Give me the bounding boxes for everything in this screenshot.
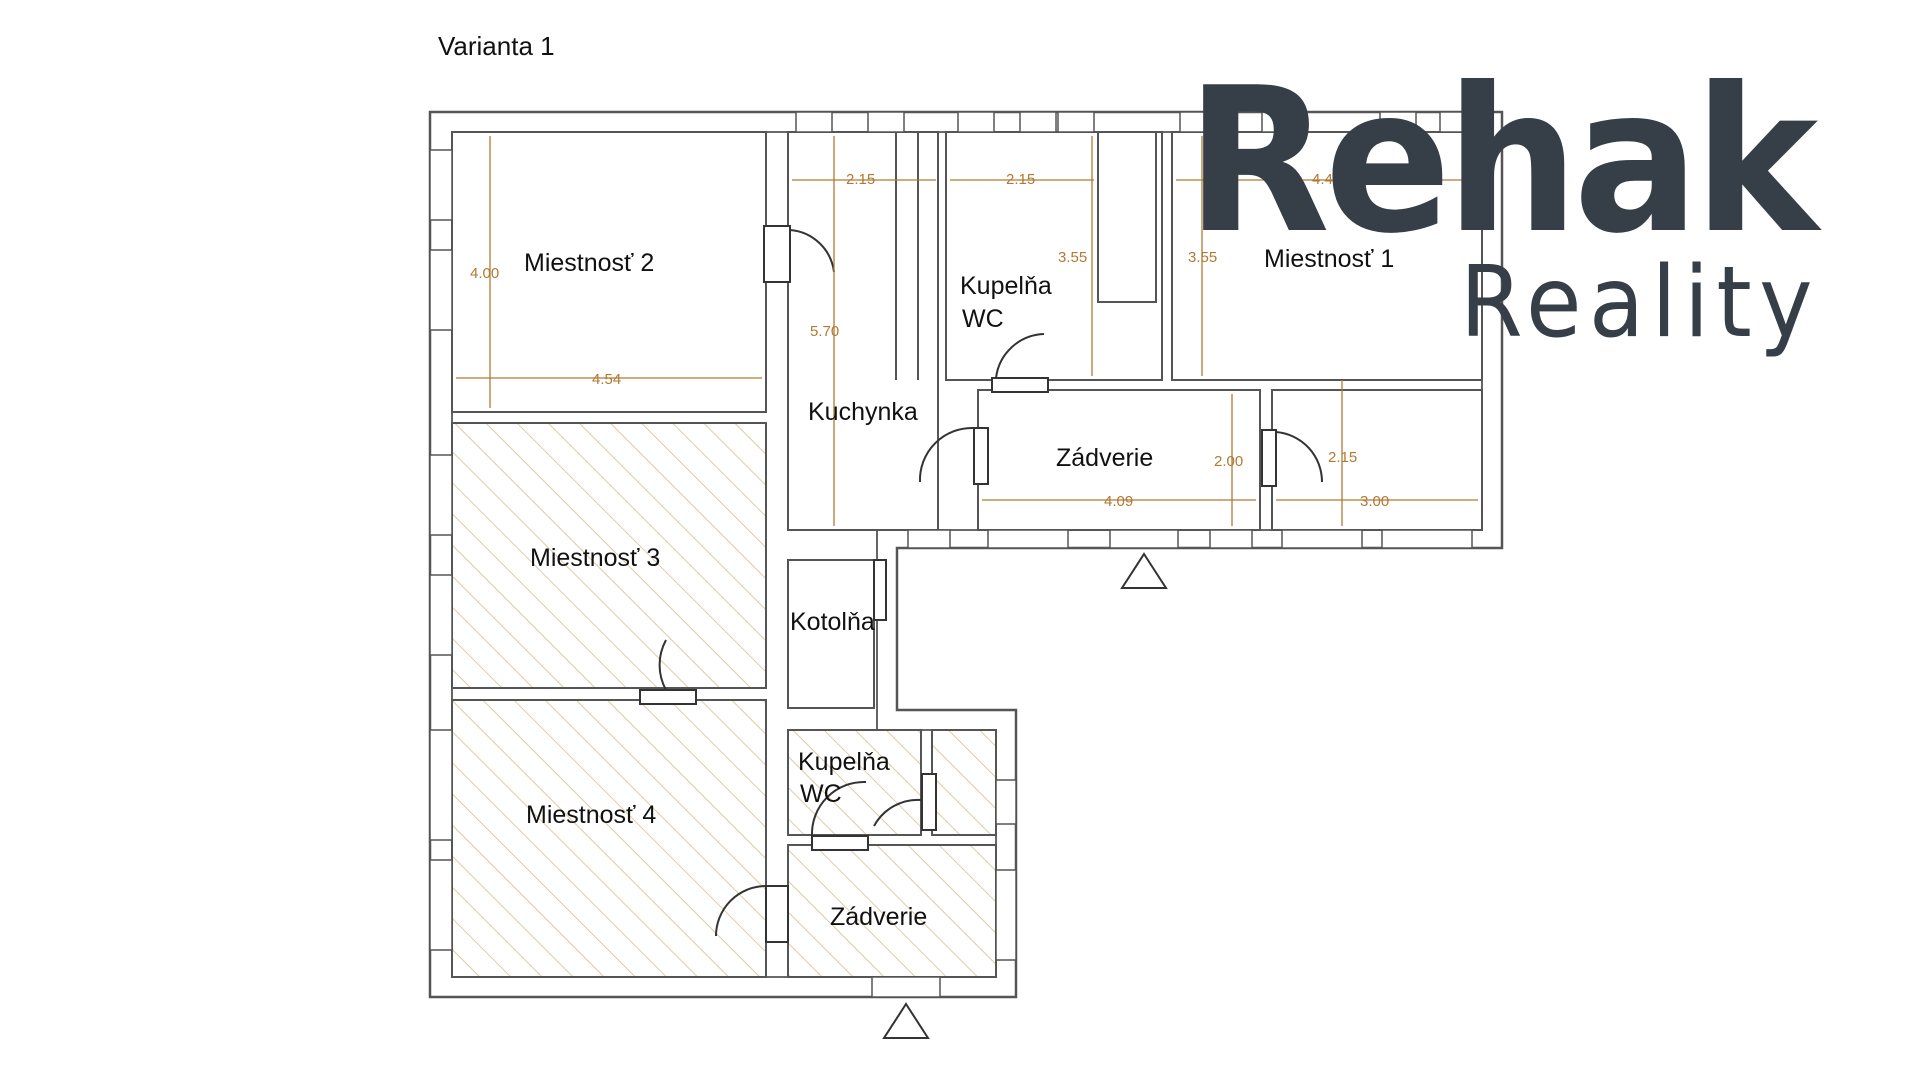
room-kuchynka: Kuchynka bbox=[808, 398, 918, 426]
brand-logo: Rehak Reality bbox=[1186, 44, 1828, 360]
room-labels: Miestnosť 2 Miestnosť 1 Miestnosť 3 Mies… bbox=[524, 245, 1394, 931]
doors bbox=[639, 225, 1324, 943]
dim-m1-width: 4.44 bbox=[1312, 171, 1341, 188]
room-kotolna: Kotolňa bbox=[790, 608, 875, 636]
dim-hall-width: 4.09 bbox=[1104, 493, 1133, 510]
entrance-markers bbox=[882, 552, 1168, 1039]
room-kupelna-1-line2: WC bbox=[962, 305, 1004, 333]
dim-right-height: 2.15 bbox=[1328, 449, 1357, 466]
logo-wordmark: Rehak bbox=[1186, 44, 1822, 277]
dim-m2-height: 4.00 bbox=[470, 265, 499, 282]
dim-m1-height: 3.55 bbox=[1188, 249, 1217, 266]
dim-kitchen-width: 2.15 bbox=[846, 171, 875, 188]
dim-right-width: 3.00 bbox=[1360, 493, 1389, 510]
dim-m2-width: 4.54 bbox=[592, 371, 621, 388]
room-miestnost-4: Miestnosť 4 bbox=[526, 801, 656, 829]
room-miestnost-2: Miestnosť 2 bbox=[524, 249, 654, 277]
room-zadverie-1: Zádverie bbox=[1056, 444, 1153, 472]
logo-subtitle: Reality bbox=[1460, 247, 1820, 360]
dimension-lines bbox=[456, 136, 1478, 526]
room-kupelna-2-line1: Kupelňa bbox=[798, 748, 890, 776]
windows bbox=[429, 111, 1477, 998]
room-zadverie-2: Zádverie bbox=[830, 903, 927, 931]
dim-bath-width: 2.15 bbox=[1006, 171, 1035, 188]
plan-title: Varianta 1 bbox=[438, 31, 555, 61]
hatched-areas bbox=[452, 423, 996, 977]
room-miestnost-3: Miestnosť 3 bbox=[530, 544, 660, 572]
room-miestnost-1: Miestnosť 1 bbox=[1264, 245, 1394, 273]
dim-kitchen-height: 5.70 bbox=[810, 323, 839, 340]
room-kupelna-1-line1: Kupelňa bbox=[960, 272, 1052, 300]
dim-bath-height: 3.55 bbox=[1058, 249, 1087, 266]
dim-hall-height: 2.00 bbox=[1214, 453, 1243, 470]
room-kupelna-2-line2: WC bbox=[800, 780, 842, 808]
dimension-texts: 4.00 4.54 2.15 5.70 2.15 3.55 3.55 4.44 … bbox=[470, 171, 1389, 510]
